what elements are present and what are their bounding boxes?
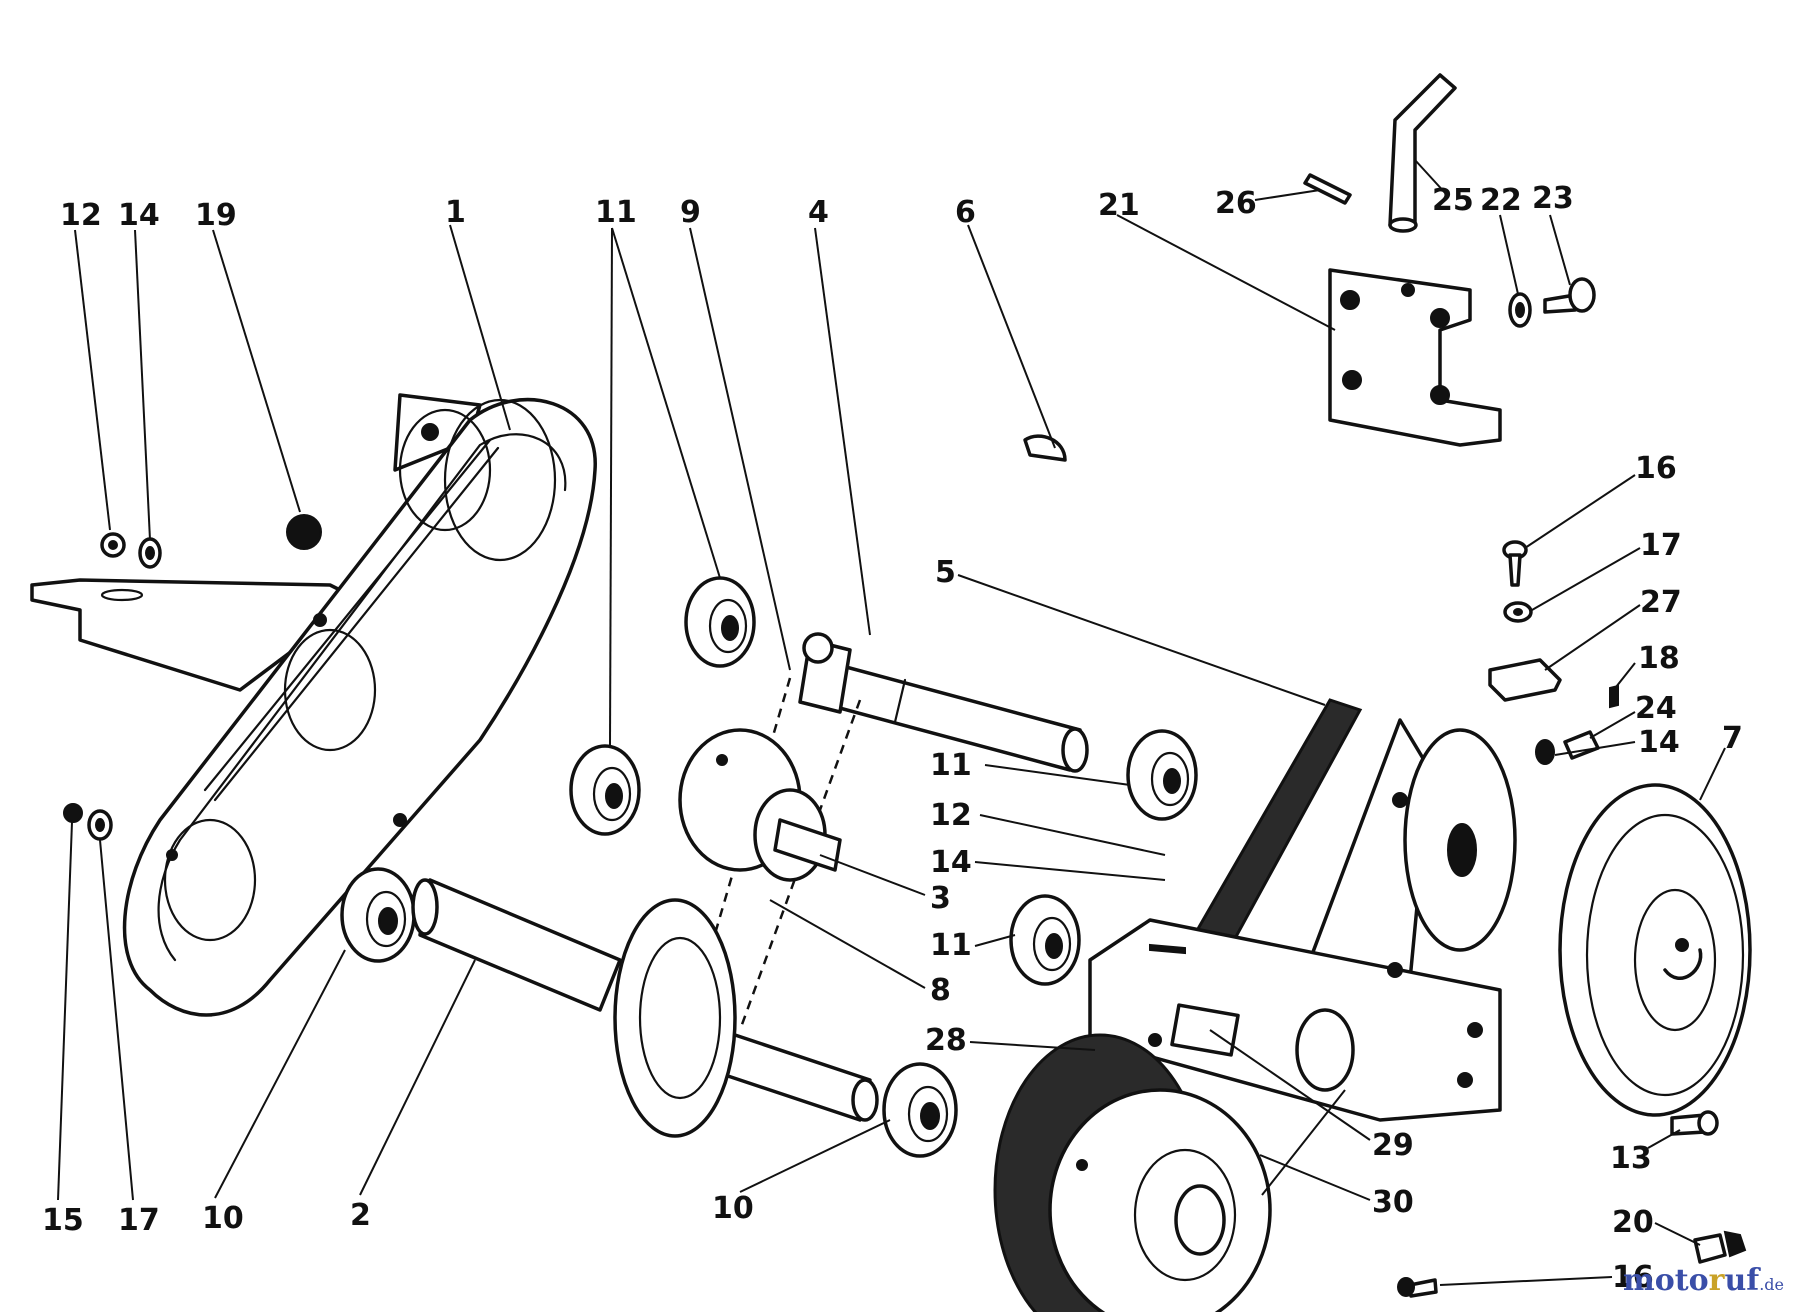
nut-12-left bbox=[100, 532, 126, 558]
drive-frame bbox=[1088, 718, 1502, 1122]
drive-shaft-upper bbox=[798, 632, 1089, 773]
part-label-12-top: 12 bbox=[60, 198, 102, 233]
part-label-19: 19 bbox=[195, 198, 237, 233]
part-label-15: 15 bbox=[42, 1203, 84, 1238]
part-label-13: 13 bbox=[1610, 1141, 1652, 1176]
grinding-wheel-30 bbox=[993, 1033, 1272, 1312]
screw-16-top bbox=[1502, 540, 1528, 587]
bearing-11-lower-mid bbox=[1009, 894, 1081, 986]
washer-14-left bbox=[138, 537, 162, 569]
part-label-30: 30 bbox=[1372, 1185, 1414, 1220]
part-label-5: 5 bbox=[935, 555, 956, 590]
part-label-29: 29 bbox=[1372, 1128, 1414, 1163]
part-label-25: 25 bbox=[1432, 183, 1474, 218]
part-label-28: 28 bbox=[925, 1023, 967, 1058]
part-label-14-top: 14 bbox=[118, 198, 160, 233]
leader-lines bbox=[57, 159, 1726, 1286]
watermark-rest: uf bbox=[1724, 1263, 1760, 1298]
watermark-main: moto bbox=[1623, 1263, 1709, 1298]
part-label-14-right: 14 bbox=[1638, 725, 1680, 760]
pulley-wheel-7 bbox=[1558, 783, 1752, 1117]
part-label-27: 27 bbox=[1640, 585, 1682, 620]
part-label-7: 7 bbox=[1722, 721, 1743, 756]
part-label-6: 6 bbox=[955, 195, 976, 230]
bearing-11-top bbox=[684, 576, 756, 668]
nut-15 bbox=[63, 803, 83, 823]
part-label-24: 24 bbox=[1635, 691, 1677, 726]
watermark-accent: r bbox=[1708, 1263, 1725, 1298]
drive-chain bbox=[698, 677, 862, 1031]
washer-14-right bbox=[1535, 739, 1555, 765]
part-label-14-mid: 14 bbox=[930, 845, 972, 880]
washer-17-left bbox=[87, 809, 113, 841]
part-label-12-mid: 12 bbox=[930, 798, 972, 833]
site-watermark-logo: motoruf.de bbox=[1623, 1263, 1784, 1298]
bolt-16-bottom bbox=[1397, 1277, 1438, 1298]
part-label-8: 8 bbox=[930, 973, 951, 1008]
part-label-1: 1 bbox=[445, 195, 466, 230]
cotter-pin-26 bbox=[1303, 173, 1352, 205]
plug-19 bbox=[286, 514, 322, 550]
part-label-11-top: 11 bbox=[595, 195, 637, 230]
bearing-11-lower-left bbox=[569, 744, 641, 836]
part-label-11-mid: 11 bbox=[930, 748, 972, 783]
pin-18 bbox=[1609, 684, 1619, 709]
sprocket-3 bbox=[753, 788, 842, 882]
part-label-16-bottom: 16 bbox=[1612, 1260, 1654, 1295]
part-label-3: 3 bbox=[930, 881, 951, 916]
bolt-20 bbox=[1693, 1230, 1747, 1264]
part-label-17-right: 17 bbox=[1640, 528, 1682, 563]
chain-housing-cover bbox=[30, 393, 597, 1017]
part-label-17-left: 17 bbox=[118, 1203, 160, 1238]
part-label-2: 2 bbox=[350, 1198, 371, 1233]
bearing-10-right bbox=[882, 1062, 958, 1158]
part-label-20: 20 bbox=[1612, 1205, 1654, 1240]
clip-27 bbox=[1488, 658, 1562, 702]
part-label-9: 9 bbox=[680, 195, 701, 230]
washer-22 bbox=[1508, 292, 1532, 328]
sprocket-8-disc bbox=[613, 898, 737, 1138]
part-label-22: 22 bbox=[1480, 183, 1522, 218]
part-label-23: 23 bbox=[1532, 181, 1574, 216]
part-label-4: 4 bbox=[808, 195, 829, 230]
part-label-10-left: 10 bbox=[202, 1201, 244, 1236]
part-label-21: 21 bbox=[1098, 188, 1140, 223]
part-label-16-right: 16 bbox=[1635, 451, 1677, 486]
part-label-10-right: 10 bbox=[712, 1191, 754, 1226]
part-number-labels: 12 14 19 1 11 9 4 6 21 26 25 22 23 16 17… bbox=[42, 181, 1743, 1295]
part-label-26: 26 bbox=[1215, 186, 1257, 221]
bolt-23 bbox=[1543, 277, 1596, 314]
watermark-tld: .de bbox=[1759, 1275, 1784, 1294]
mounting-bracket-21 bbox=[1328, 268, 1502, 447]
bearing-10-left bbox=[340, 867, 416, 963]
pulley-inner bbox=[1403, 728, 1517, 952]
washer-17-right bbox=[1503, 601, 1533, 623]
bearing-11-right bbox=[1126, 729, 1198, 821]
bolt-13 bbox=[1670, 1110, 1719, 1136]
woodruff-key-6 bbox=[1023, 434, 1067, 462]
part-label-18: 18 bbox=[1638, 641, 1680, 676]
part-label-11-low: 11 bbox=[930, 928, 972, 963]
bent-pin-25 bbox=[1388, 73, 1457, 233]
